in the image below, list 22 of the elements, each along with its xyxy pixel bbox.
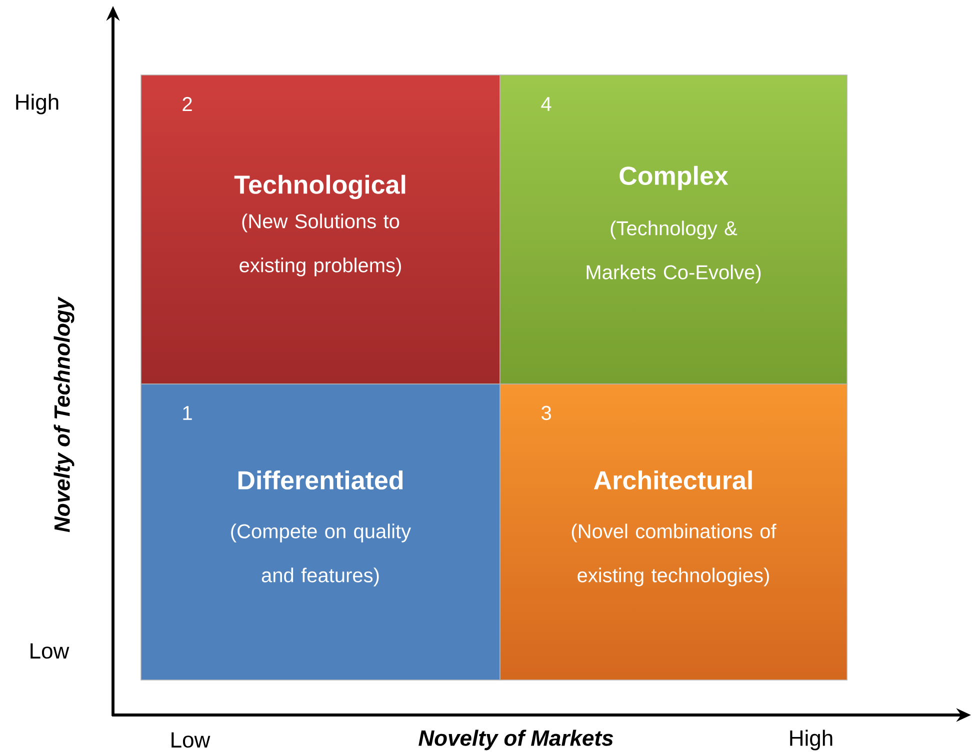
quadrant-number: 1 bbox=[183, 406, 192, 420]
axis-title: Novelty of Technology bbox=[54, 296, 74, 532]
quadrant-description: (Technology & Markets Co-Evolve) bbox=[586, 220, 761, 284]
axis-tick-label: Low bbox=[30, 643, 70, 659]
quadrant-title: Architectural bbox=[594, 470, 752, 490]
quadrant-title: Technological bbox=[234, 174, 406, 200]
axis-tick-label: High bbox=[16, 94, 58, 114]
quadrant-description: (Compete on quality and features) bbox=[231, 524, 412, 586]
quadrant-description: (New Solutions to existing problems) bbox=[240, 214, 401, 276]
quadrant-description: (Novel combinations of existing technologies) bbox=[572, 524, 776, 586]
quadrant-number: 3 bbox=[541, 406, 551, 420]
quadrant-number: 4 bbox=[541, 97, 552, 111]
quadrant-title: Complex bbox=[620, 166, 728, 190]
quadrant-box bbox=[140, 74, 500, 384]
axis-tick-label: High bbox=[790, 730, 832, 750]
quadrant-box bbox=[500, 74, 848, 384]
axis-title: Novelty of Markets bbox=[418, 730, 614, 750]
quadrant-number: 2 bbox=[182, 97, 192, 111]
axis-tick-label: Low bbox=[172, 732, 210, 748]
quadrant-title: Differentiated bbox=[238, 470, 403, 490]
quadrant-box bbox=[140, 384, 500, 680]
quadrant-box bbox=[500, 384, 848, 680]
